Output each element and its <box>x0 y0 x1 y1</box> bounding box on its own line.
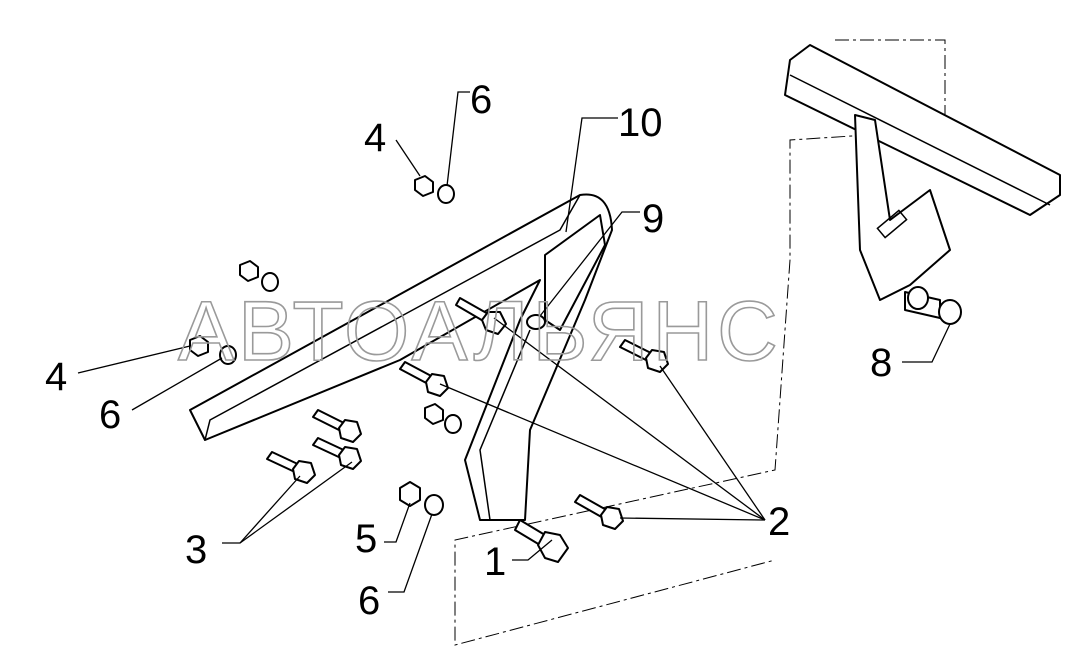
callout-4-left: 4 <box>45 355 67 399</box>
vehicle-frame <box>454 39 1061 646</box>
bolt-part-2 <box>399 297 669 530</box>
callout-3: 3 <box>185 528 207 572</box>
callout-8: 8 <box>870 341 892 385</box>
bolt-part-3 <box>266 409 362 484</box>
watermark: АВТОАЛЬЯНС <box>178 284 782 378</box>
callout-1: 1 <box>484 540 506 584</box>
bushing-part-8 <box>904 286 962 325</box>
bolt-part-1 <box>514 519 569 563</box>
callout-4-top: 4 <box>364 116 386 160</box>
nut-part-4 <box>189 175 444 425</box>
leader-lines <box>77 91 951 593</box>
callout-2: 2 <box>768 500 790 544</box>
washer-part-6 <box>219 184 462 516</box>
callout-9: 9 <box>642 197 664 241</box>
callout-6-left: 6 <box>99 393 121 437</box>
nut-part-5 <box>399 481 421 507</box>
callout-10: 10 <box>618 101 663 145</box>
callout-6-top: 6 <box>470 78 492 122</box>
callout-5: 5 <box>355 517 377 561</box>
callout-6-bottom: 6 <box>358 579 380 623</box>
bracket-part-10 <box>189 193 613 521</box>
